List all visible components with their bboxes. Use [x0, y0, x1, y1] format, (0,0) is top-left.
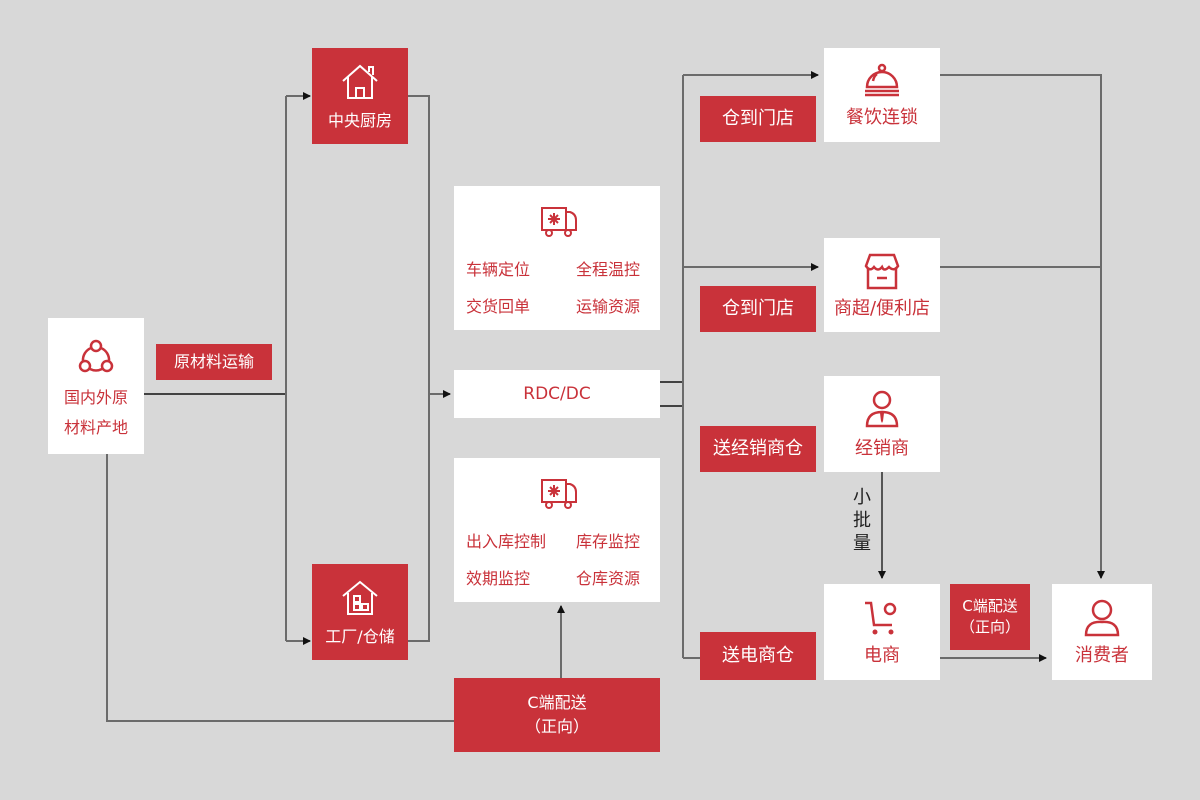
catering-node: 餐饮连锁: [824, 48, 940, 142]
c-delivery-right-line1: C端配送: [962, 597, 1018, 615]
route-label: 送经销商仓: [713, 438, 803, 459]
rdc-label: RDC/DC: [523, 383, 591, 404]
small-batch-char: 小: [853, 487, 871, 508]
ecommerce-node: 电商: [824, 584, 940, 680]
route-label: 仓到门店: [722, 298, 794, 319]
warehouse-panel: 出入库控制 库存监控 效期监控 仓库资源: [454, 458, 660, 602]
transport-item: 全程温控: [576, 260, 641, 279]
raw-transport-label: 原材料运输: [173, 352, 254, 371]
route-label: 仓到门店: [722, 108, 794, 129]
transport-item: 运输资源: [576, 297, 641, 316]
to-consumer-trunk: [940, 74, 1105, 579]
dealer-label: 经销商: [855, 438, 909, 459]
kitchen-factory-bus-line: [408, 95, 430, 642]
warehouse-item: 出入库控制: [466, 532, 547, 551]
route-tag-dealer: 送经销商仓: [700, 426, 816, 472]
food-cloche-icon: [865, 63, 899, 97]
small-batch-label: 小 批 量: [852, 486, 872, 555]
refrigerated-truck-icon: [541, 479, 577, 509]
warehouse-item: 库存监控: [576, 532, 641, 551]
consumer-label: 消费者: [1075, 645, 1129, 666]
c-delivery-right-tag: C端配送 （正向）: [950, 584, 1030, 650]
shopping-cart-icon: [865, 601, 897, 635]
rdc-node: RDC/DC: [454, 370, 660, 418]
c-delivery-bottom-tag: C端配送 （正向）: [454, 678, 660, 752]
transport-panel: 车辆定位 全程温控 交货回单 运输资源: [454, 186, 660, 330]
house-icon: [342, 64, 378, 99]
route-label: 送电商仓: [722, 645, 794, 666]
supermarket-label: 商超/便利店: [833, 298, 931, 319]
network-icon: [78, 339, 114, 373]
route-tag-supermarket: 仓到门店: [700, 286, 816, 332]
supermarket-node: 商超/便利店: [824, 238, 940, 332]
warehouse-item: 仓库资源: [576, 569, 641, 588]
factory-node: 工厂/仓储: [312, 564, 408, 660]
raw-transport-tag: 原材料运输: [156, 344, 272, 380]
user-icon: [1084, 599, 1120, 637]
source-label-line2: 材料产地: [63, 418, 128, 437]
warehouse-icon: [342, 580, 378, 615]
businessman-icon: [865, 390, 899, 428]
warehouse-item: 效期监控: [466, 569, 531, 588]
refrigerated-truck-icon: [541, 207, 577, 237]
small-batch-char: 批: [853, 510, 871, 531]
central-kitchen-node: 中央厨房: [312, 48, 408, 144]
central-kitchen-label: 中央厨房: [327, 111, 392, 130]
route-tag-ecommerce: 送电商仓: [700, 632, 816, 680]
dealer-node: 经销商: [824, 376, 940, 472]
consumer-node: 消费者: [1052, 584, 1152, 680]
transport-item: 交货回单: [466, 297, 531, 316]
storefront-icon: [864, 253, 900, 290]
factory-label: 工厂/仓储: [325, 627, 395, 646]
c-delivery-bottom-line2: （正向）: [524, 717, 589, 736]
source-node: 国内外原 材料产地: [48, 318, 144, 454]
route-tag-catering: 仓到门店: [700, 96, 816, 142]
transport-item: 车辆定位: [466, 260, 531, 279]
source-label-line1: 国内外原: [63, 388, 128, 407]
c-delivery-bottom-line1: C端配送: [527, 693, 587, 712]
catering-label: 餐饮连锁: [846, 107, 918, 128]
c-delivery-right-line2: （正向）: [959, 618, 1020, 636]
small-batch-char: 量: [853, 533, 871, 554]
ecommerce-label: 电商: [864, 645, 900, 666]
source-to-c-delivery-line: [106, 454, 454, 722]
